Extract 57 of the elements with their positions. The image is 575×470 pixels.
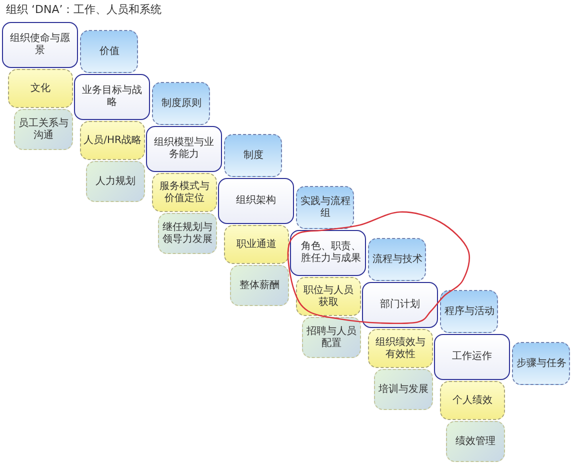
card-text: 制度 bbox=[244, 150, 264, 162]
dashed-card bbox=[440, 381, 505, 420]
card-text: 实践与流程组 bbox=[300, 196, 351, 220]
dashed-card bbox=[512, 342, 570, 385]
dashed-card bbox=[230, 265, 289, 306]
dashed-card bbox=[368, 329, 433, 368]
dashed-card bbox=[86, 161, 145, 202]
diagram-title: 组织 ‘DNA’：工作、人员和系统 bbox=[6, 3, 162, 17]
card-text: 组织架构 bbox=[236, 195, 276, 207]
card-text: 程序与活动 bbox=[444, 306, 494, 318]
rounded-card bbox=[218, 178, 294, 224]
dashed-card bbox=[158, 213, 217, 254]
card-text: 整体薪酬 bbox=[240, 280, 280, 292]
card-text: 继任规划与领导力发展 bbox=[162, 222, 214, 246]
card-text: 人力规划 bbox=[96, 176, 136, 188]
card-text: 职位与人员获取 bbox=[302, 284, 354, 308]
rounded-card bbox=[362, 282, 438, 328]
dashed-card bbox=[14, 109, 73, 150]
card-text: 服务模式与价值定位 bbox=[158, 180, 210, 204]
dashed-card bbox=[8, 69, 73, 108]
dashed-card bbox=[374, 369, 433, 410]
rounded-card bbox=[146, 126, 222, 172]
dashed-card bbox=[80, 121, 145, 160]
card-text: 培训与发展 bbox=[378, 384, 428, 396]
card-text: 个人绩效 bbox=[452, 394, 492, 406]
card-text: 组织模型与业务能力 bbox=[153, 137, 215, 161]
dashed-card bbox=[80, 30, 138, 73]
card-text: 文化 bbox=[30, 82, 50, 94]
card-text: 人员/HR战略 bbox=[84, 134, 142, 146]
rounded-card bbox=[2, 22, 78, 68]
rounded-card bbox=[74, 74, 150, 120]
dashed-card bbox=[368, 238, 426, 281]
card-text: 工作运作 bbox=[452, 351, 492, 363]
card-text: 员工关系与沟通 bbox=[18, 118, 70, 142]
dashed-card bbox=[302, 317, 361, 358]
dashed-card bbox=[440, 290, 498, 333]
card-text: 职业通道 bbox=[236, 238, 276, 250]
rounded-card bbox=[434, 334, 510, 380]
card-text: 绩效管理 bbox=[456, 436, 496, 448]
rounded-card bbox=[290, 230, 366, 276]
dashed-card bbox=[296, 277, 361, 316]
card-text: 流程与技术 bbox=[372, 254, 422, 266]
card-text: 组织使命与愿景 bbox=[9, 33, 71, 57]
dashed-card bbox=[152, 173, 217, 212]
card-text: 业务目标与战略 bbox=[81, 85, 143, 109]
card-text: 组织绩效与有效性 bbox=[374, 336, 426, 360]
dashed-card bbox=[296, 186, 354, 229]
card-text: 招聘与人员配置 bbox=[306, 326, 358, 350]
card-text: 价值 bbox=[100, 46, 120, 58]
card-text: 步骤与任务 bbox=[516, 358, 566, 370]
card-text: 制度原则 bbox=[162, 98, 202, 110]
dashed-card bbox=[152, 82, 210, 125]
dashed-card bbox=[224, 225, 289, 264]
dashed-card bbox=[224, 134, 282, 177]
card-text: 角色、职责、胜任力与成果 bbox=[300, 241, 362, 265]
card-text: 部门计划 bbox=[380, 299, 420, 311]
dashed-card bbox=[446, 421, 505, 462]
